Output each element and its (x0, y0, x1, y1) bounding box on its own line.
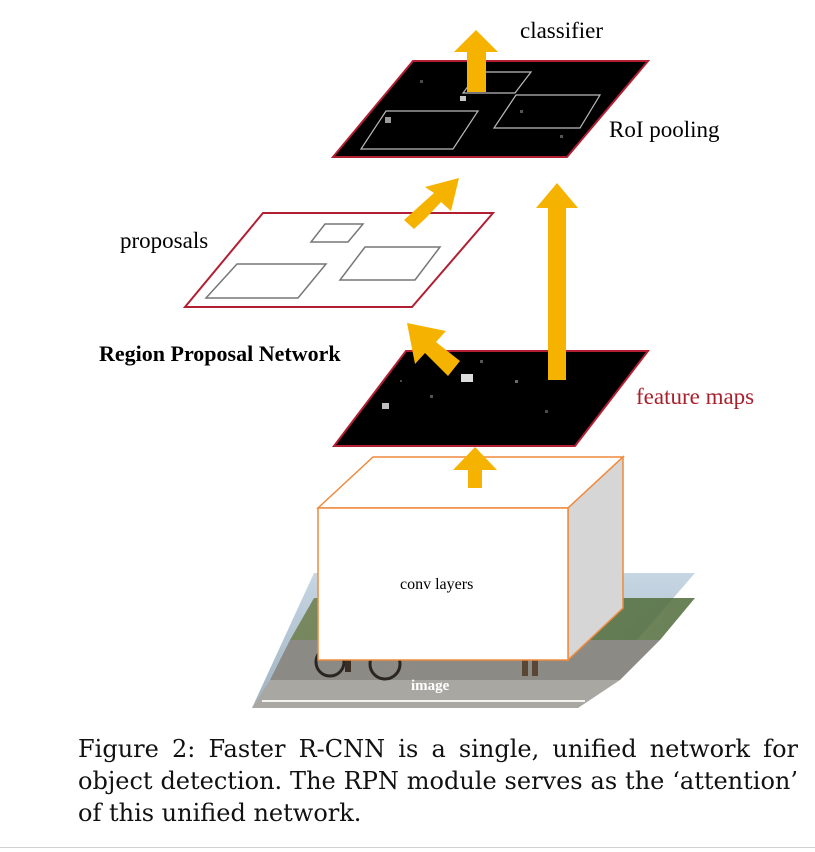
proposals-label: proposals (120, 228, 209, 253)
classifier-label: classifier (520, 18, 604, 43)
proposals-plane (182, 212, 496, 308)
image-label: image (411, 678, 450, 694)
roi-pooling-plane (330, 60, 651, 158)
conv-layers-label: conv layers (400, 576, 474, 593)
arrow-conv-to-feature-icon (453, 447, 497, 488)
feature-maps-plane (331, 350, 651, 447)
arrow-feature-to-roi-icon (536, 183, 578, 380)
divider (0, 847, 815, 848)
roi-pooling-label: RoI pooling (609, 117, 720, 142)
arrow-roi-to-classifier-icon (454, 30, 498, 92)
feature-maps-label: feature maps (636, 384, 755, 409)
conv-layers-box (316, 455, 625, 662)
figure-caption: Figure 2: Faster R-CNN is a single, unif… (78, 735, 798, 827)
rpn-label: Region Proposal Network (99, 341, 341, 366)
arrow-rpn-to-proposals-icon (407, 323, 460, 376)
arrow-proposals-to-roi-icon (404, 178, 459, 229)
